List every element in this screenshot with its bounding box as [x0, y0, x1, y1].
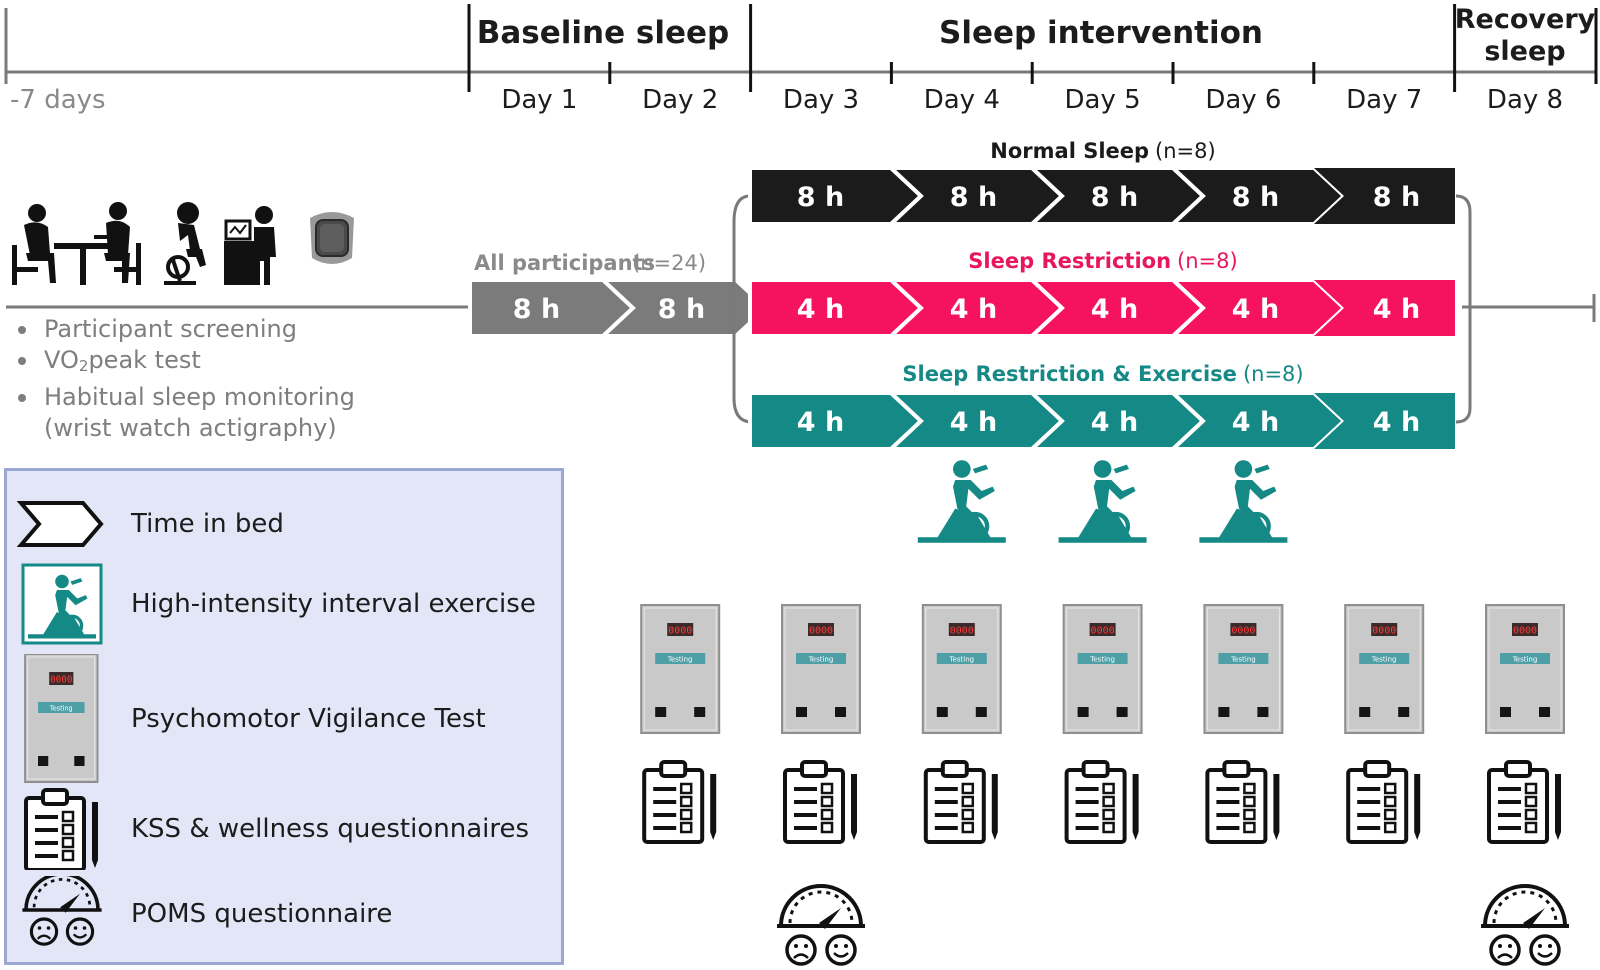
clipboard-icon — [923, 760, 1000, 844]
legend-item-poms: POMS questionnaire — [7, 875, 563, 953]
list-item: (wrist watch actigraphy) — [44, 414, 337, 442]
group-bar-2: 4 h 4 h 4 h 4 h 4 h Sleep Restriction(n=8) — [748, 249, 1455, 338]
list-item: VO2peak test — [18, 345, 355, 382]
day-label: Day 5 — [1065, 85, 1141, 115]
pvt-device-icon — [7, 654, 117, 784]
pvt-device-icon — [1203, 604, 1284, 734]
pvt-device-icon — [781, 604, 861, 734]
pvt-device-icon — [921, 604, 1002, 734]
pvt-device-icon — [1062, 604, 1143, 734]
bar-group-hours-label: 8 h — [1091, 182, 1138, 213]
mood-gauge-icon — [7, 876, 117, 952]
exercise-bike-icon — [1059, 460, 1147, 543]
group-n: (n=8) — [1155, 139, 1216, 163]
day-label: Day 3 — [783, 85, 859, 115]
bar-group-hours-label: 4 h — [1091, 407, 1138, 438]
screening-list: Participant screening VO2peak test Habit… — [18, 314, 355, 444]
clipboard-icon — [1346, 760, 1423, 844]
bar-group-segment — [1314, 280, 1455, 336]
bar-group-hours-label: 4 h — [950, 407, 997, 438]
day-label: Day 1 — [501, 85, 577, 115]
pvt-device-icon — [640, 604, 721, 734]
bar-group-hours-label: 8 h — [950, 182, 997, 213]
baseline-group-title: All participants — [474, 251, 655, 275]
meeting-icon — [12, 202, 141, 285]
timeline-axis — [4, 4, 1598, 92]
legend-item-time-in-bed: Time in bed — [7, 489, 563, 559]
clipboard-icon — [1205, 760, 1282, 844]
exercise-bike-icon — [7, 563, 117, 645]
clipboard-icon — [783, 760, 859, 844]
clipboard-icon — [7, 788, 117, 870]
exercise-bike-icon — [918, 460, 1006, 543]
phase-label-intervention: Sleep intervention — [939, 15, 1263, 51]
day-label: Day 6 — [1205, 85, 1281, 115]
bar-group-hours-label: 4 h — [1091, 294, 1138, 325]
pvt-device-icon — [1344, 604, 1425, 734]
legend-panel: Time in bed High-intensity interval exer… — [4, 468, 564, 965]
bar-group-hours-label: 4 h — [1373, 294, 1420, 325]
baseline-sleep-bar: 8 h 8 h — [468, 278, 769, 338]
bar-baseline-segment — [597, 278, 769, 338]
mood-gauge-icon — [1479, 884, 1571, 966]
phase-label-baseline: Baseline sleep — [477, 15, 729, 51]
legend-item-exercise: High-intensity interval exercise — [7, 559, 563, 649]
day-label: Day 8 — [1487, 85, 1563, 115]
bar-group-segment — [1314, 393, 1455, 449]
exercise-bike-icon — [1199, 460, 1287, 543]
bar-group-hours-label: 8 h — [1373, 182, 1420, 213]
clipboard-icon — [642, 760, 719, 844]
chevron-icon — [7, 499, 117, 549]
bar-group-hours-label: 4 h — [1232, 294, 1279, 325]
legend-label: Psychomotor Vigilance Test — [131, 704, 486, 734]
bar-group-hours-label: 8 h — [797, 182, 844, 213]
legend-label: High-intensity interval exercise — [131, 589, 536, 619]
legend-label: Time in bed — [131, 509, 284, 539]
phase-label-recovery-line1: Recovery — [1455, 4, 1596, 35]
group-n: (n=8) — [1177, 249, 1238, 273]
wrist-watch-icon — [310, 212, 354, 264]
day-label: Day 2 — [642, 85, 718, 115]
legend-label: KSS & wellness questionnaires — [131, 814, 530, 844]
phase-label-recovery-line2: sleep — [1484, 36, 1565, 67]
bar-group-hours-label: 8 h — [1232, 182, 1279, 213]
pvt-device-icon — [1485, 604, 1565, 734]
legend-item-pvt: Psychomotor Vigilance Test — [7, 654, 563, 784]
bar-group-hours-label: 4 h — [797, 407, 844, 438]
vo2-test-icon — [164, 202, 276, 285]
clipboard-icon — [1487, 760, 1563, 844]
day-label: -7 days — [10, 85, 106, 115]
legend-label: POMS questionnaire — [131, 899, 393, 929]
bar-baseline-hours-label: 8 h — [513, 294, 560, 325]
list-item: Habitual sleep monitoring — [18, 382, 355, 413]
bar-baseline-hours-label: 8 h — [658, 294, 705, 325]
legend-item-questionnaires: KSS & wellness questionnaires — [7, 788, 563, 870]
group-title: Sleep Restriction — [968, 249, 1171, 273]
group-bar-1: 8 h 8 h 8 h 8 h 8 h Normal Sleep(n=8) — [748, 139, 1455, 226]
clipboard-icon — [1064, 760, 1141, 844]
day-label: Day 7 — [1346, 85, 1422, 115]
mood-gauge-icon — [775, 884, 867, 966]
bar-group-hours-label: 4 h — [1232, 407, 1279, 438]
group-title: Normal Sleep — [990, 139, 1149, 163]
group-title: Sleep Restriction & Exercise — [902, 362, 1237, 386]
bar-group-segment — [1314, 168, 1455, 224]
group-n: (n=8) — [1243, 362, 1304, 386]
group-bar-3: 4 h 4 h 4 h 4 h 4 h Sleep Restriction & Exerc… — [748, 362, 1455, 451]
bar-group-hours-label: 4 h — [1373, 407, 1420, 438]
list-item: Participant screening — [18, 314, 355, 345]
bar-group-hours-label: 4 h — [950, 294, 997, 325]
day-label: Day 4 — [924, 85, 1000, 115]
baseline-group-n: (n=24) — [632, 251, 706, 275]
bar-group-hours-label: 4 h — [797, 294, 844, 325]
